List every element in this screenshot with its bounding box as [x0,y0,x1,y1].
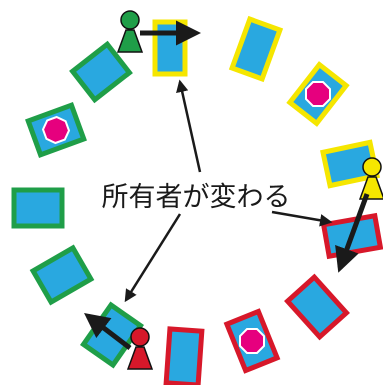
center-label: 所有者が変わる [102,182,291,213]
octagon-token-icon [305,81,331,107]
green-pawn [116,10,144,53]
card-green-2 [25,102,87,158]
card-green-1 [69,40,133,104]
red-cards [163,212,383,385]
card-yellow-3 [286,61,350,127]
pawn-direction-arrows [84,20,370,350]
ownership-arrows [124,79,333,303]
card-yellow-1 [152,19,188,77]
card-red-3 [223,308,281,374]
player-pawn-icon [116,10,383,370]
card-red-2 [284,273,350,341]
card-red-4 [163,326,205,385]
card-green-4 [29,244,95,306]
card-yellow-2 [228,15,284,83]
red-pawn [126,327,154,370]
card-green-3 [11,187,65,229]
yellow-pawn [358,157,383,200]
octagon-token-icon [41,115,71,145]
yellow-cards [152,15,380,189]
octagon-token-icon [239,328,265,354]
